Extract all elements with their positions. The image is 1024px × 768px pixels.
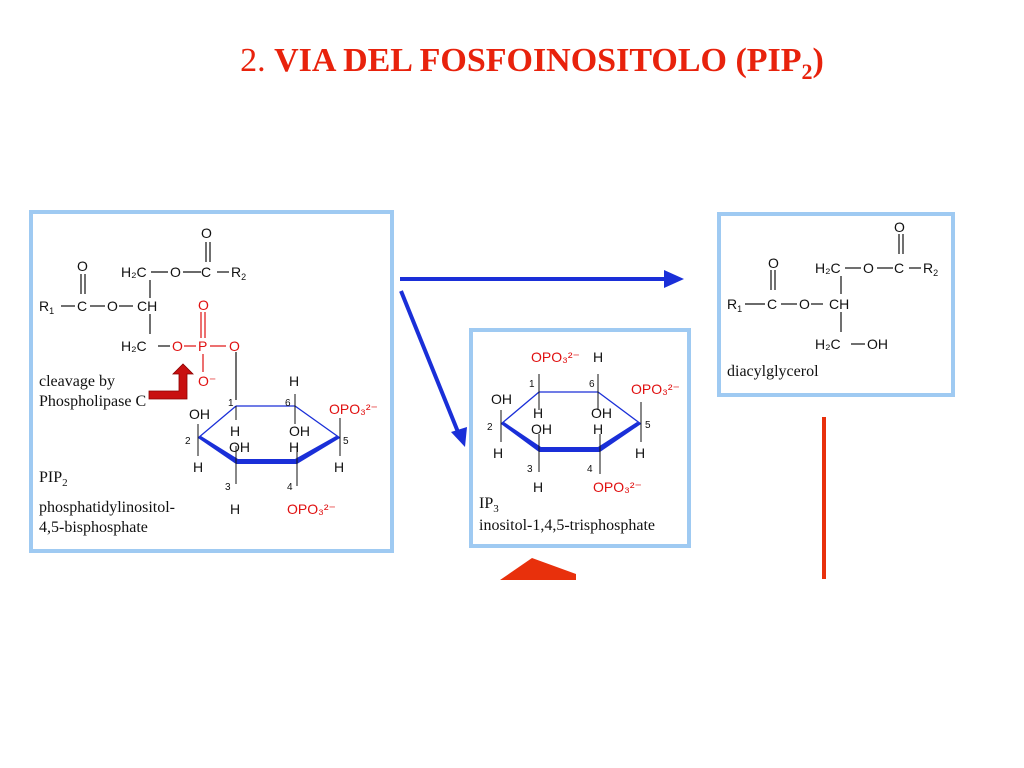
ring-number-4: 4 xyxy=(287,482,293,493)
atom-H: H xyxy=(593,349,603,365)
ip3-panel: OPO₃²⁻ H 1 6 OPO₃²⁻ OH H OH 2 5 OH H H H… xyxy=(469,328,691,548)
atom-O: O xyxy=(768,255,779,271)
atom-H: H xyxy=(289,373,299,389)
atom-OPO3: OPO₃²⁻ xyxy=(631,381,680,397)
atom-O: O xyxy=(172,338,183,354)
atom-CH: CH xyxy=(137,298,157,314)
atom-C: C xyxy=(77,298,87,314)
atom-C: C xyxy=(767,296,777,312)
atom-C: C xyxy=(201,264,211,280)
atom-OH: OH xyxy=(189,406,210,422)
page-title: 2. VIA DEL FOSFOINOSITOLO (PIP2) xyxy=(0,42,1024,85)
pip2-structure: O H₂C O C R2 O R1 C O CH H₂C O P O O O⁻ … xyxy=(39,225,378,536)
pip2-panel: O H₂C O C R2 O R1 C O CH H₂C O P O O O⁻ … xyxy=(29,210,394,553)
atom-O: O xyxy=(894,219,905,235)
pip2-name-line3: 4,5-bisphosphate xyxy=(39,519,148,536)
atom-H: H xyxy=(593,421,603,437)
atom-OH: OH xyxy=(491,391,512,407)
ring-number-2: 2 xyxy=(487,422,493,433)
atom-O: O xyxy=(198,297,209,313)
atom-OPO3: OPO₃²⁻ xyxy=(593,479,642,495)
ring-number-5: 5 xyxy=(645,420,651,431)
title-text: VIA DEL FOSFOINOSITOLO (PIP xyxy=(274,42,802,79)
atom-H2C: H₂C xyxy=(121,264,147,280)
atom-R2: R2 xyxy=(923,260,938,278)
atom-H: H xyxy=(193,459,203,475)
atom-O: O xyxy=(77,258,88,274)
title-number: 2. xyxy=(240,42,266,79)
atom-R1: R1 xyxy=(39,298,54,316)
atom-OPO3: OPO₃²⁻ xyxy=(287,501,336,517)
atom-C: C xyxy=(894,260,904,276)
pip2-label: PIP2 xyxy=(39,469,68,489)
cleavage-caption-line1: cleavage by xyxy=(39,373,115,390)
atom-R2: R2 xyxy=(231,264,246,282)
arrow-to-diacylglycerol xyxy=(400,270,684,288)
ip3-name: inositol-1,4,5-trisphosphate xyxy=(479,517,655,534)
diacylglycerol-structure: O H₂C O C R2 O R1 C O CH H₂C OH diacylgl… xyxy=(727,219,938,380)
ip3-label: IP3 xyxy=(479,495,499,515)
atom-OH: OH xyxy=(867,336,888,352)
title-close: ) xyxy=(812,42,824,79)
atom-H: H xyxy=(230,501,240,517)
ring-number-2: 2 xyxy=(185,436,191,447)
atom-OH: OH xyxy=(229,439,250,455)
atom-O: O xyxy=(229,338,240,354)
red-connector-line xyxy=(822,417,826,579)
cleavage-caption-line2: Phospholipase C xyxy=(39,393,146,410)
atom-P: P xyxy=(198,338,207,354)
atom-OH: OH xyxy=(289,423,310,439)
atom-OH: OH xyxy=(591,405,612,421)
ring-number-1: 1 xyxy=(228,398,234,409)
atom-Ominus: O⁻ xyxy=(198,373,216,389)
red-arrowhead-icon xyxy=(500,558,576,580)
atom-H2C: H₂C xyxy=(815,260,841,276)
atom-O: O xyxy=(170,264,181,280)
ring-number-3: 3 xyxy=(225,482,231,493)
ring-number-5: 5 xyxy=(343,436,349,447)
ring-number-6: 6 xyxy=(285,398,291,409)
atom-O: O xyxy=(201,225,212,241)
ring-number-3: 3 xyxy=(527,464,533,475)
atom-H: H xyxy=(533,405,543,421)
ring-number-4: 4 xyxy=(587,464,593,475)
atom-H2C: H₂C xyxy=(121,338,147,354)
ip3-structure: OPO₃²⁻ H 1 6 OPO₃²⁻ OH H OH 2 5 OH H H H… xyxy=(479,349,680,534)
atom-CH: CH xyxy=(829,296,849,312)
ring-number-6: 6 xyxy=(589,379,595,390)
atom-OPO3: OPO₃²⁻ xyxy=(531,349,580,365)
atom-H: H xyxy=(230,423,240,439)
atom-H2C: H₂C xyxy=(815,336,841,352)
atom-H: H xyxy=(289,439,299,455)
atom-OH: OH xyxy=(531,421,552,437)
atom-H: H xyxy=(493,445,503,461)
arrow-to-ip3 xyxy=(399,290,467,447)
atom-R1: R1 xyxy=(727,296,742,314)
cleavage-arrow-icon xyxy=(148,363,194,400)
atom-O: O xyxy=(799,296,810,312)
atom-O: O xyxy=(107,298,118,314)
diacylglycerol-label: diacylglycerol xyxy=(727,363,819,380)
diacylglycerol-panel: O H₂C O C R2 O R1 C O CH H₂C OH diacylgl… xyxy=(717,212,955,397)
atom-H: H xyxy=(334,459,344,475)
atom-OPO3: OPO₃²⁻ xyxy=(329,401,378,417)
pip2-name-line2: phosphatidylinositol- xyxy=(39,499,175,516)
atom-H: H xyxy=(635,445,645,461)
ring-number-1: 1 xyxy=(529,379,535,390)
atom-O: O xyxy=(863,260,874,276)
title-subscript: 2 xyxy=(801,58,813,84)
atom-H: H xyxy=(533,479,543,495)
